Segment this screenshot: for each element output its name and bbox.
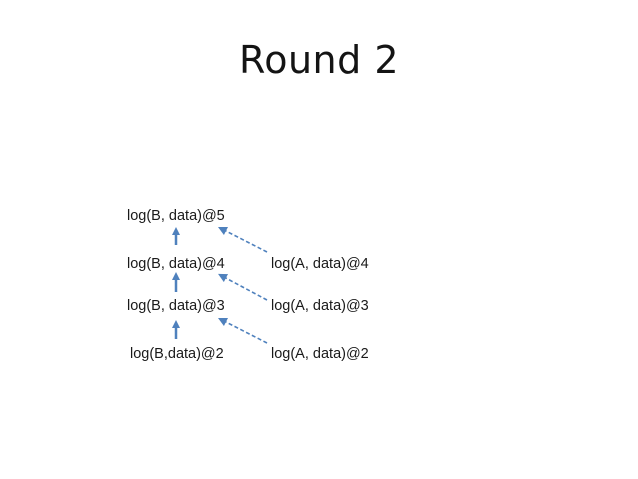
log-b-3: log(B, data)@3 [127,298,225,314]
log-b-5: log(B, data)@5 [127,208,225,224]
log-b-4: log(B, data)@4 [127,256,225,272]
dashed-arrow-a2-to-b3 [217,317,268,344]
slide-title: Round 2 [239,38,399,82]
log-a-4: log(A, data)@4 [271,256,369,272]
log-a-3: log(A, data)@3 [271,298,369,314]
dashed-arrow-a4-to-b5 [217,226,268,253]
dashed-arrow-a3-to-b4 [218,273,268,301]
log-b-2: log(B,data)@2 [130,346,224,362]
log-a-2: log(A, data)@2 [271,346,369,362]
